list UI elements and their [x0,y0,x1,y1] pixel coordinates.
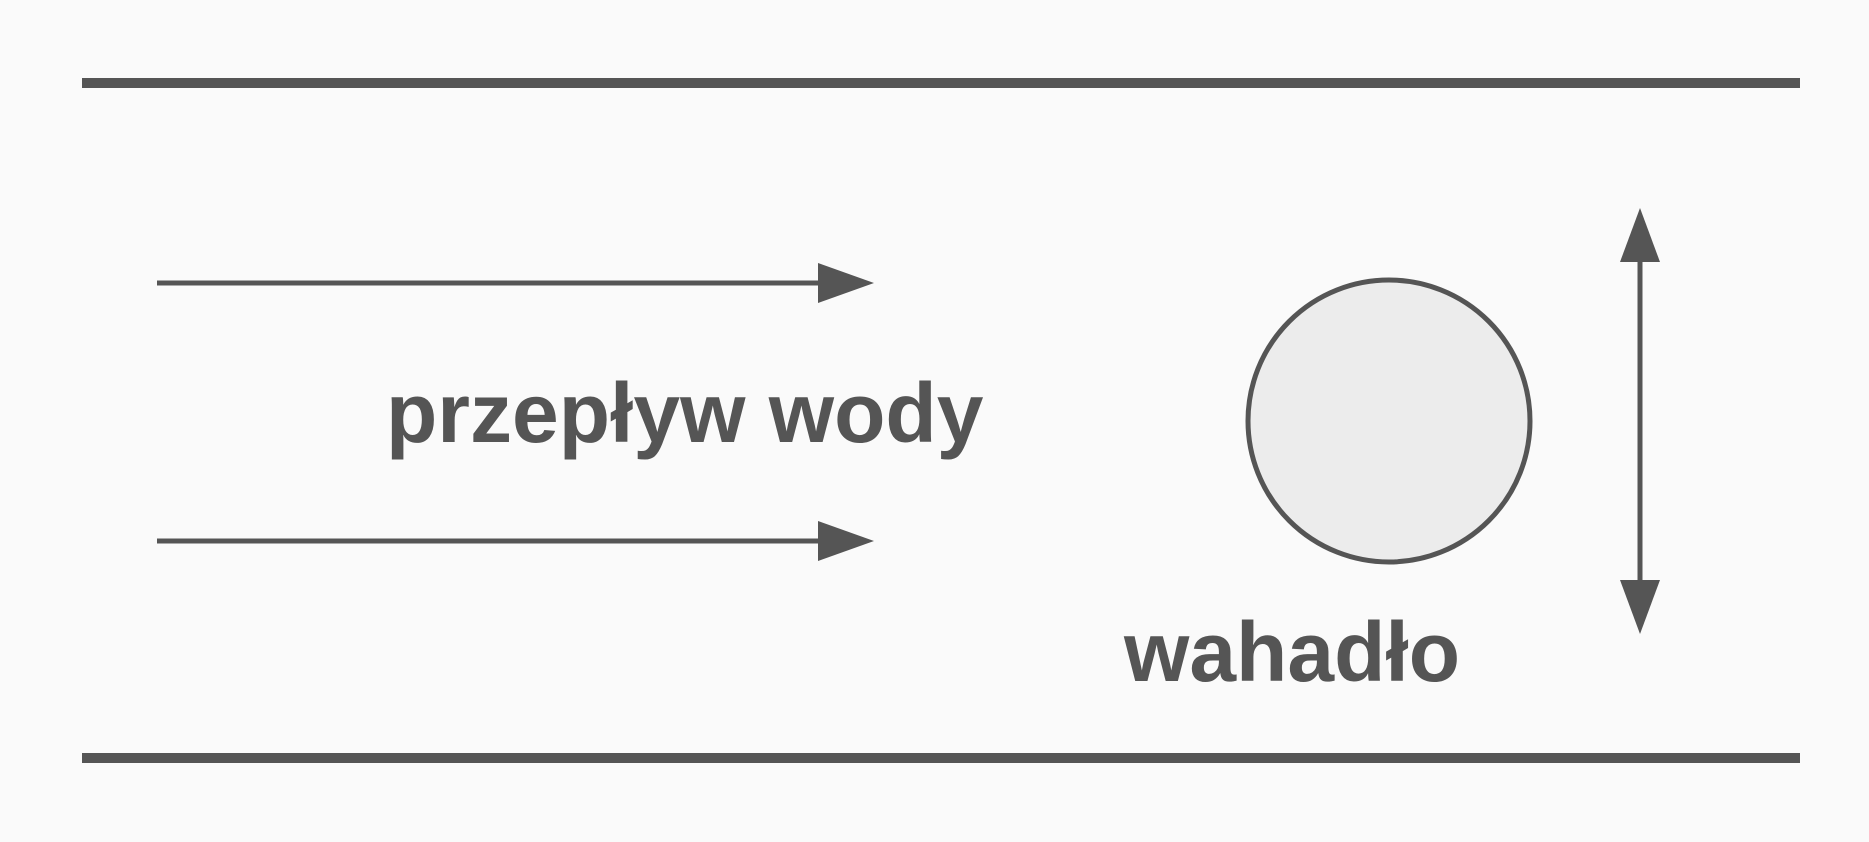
oscillation-double-arrow [1620,208,1660,634]
flow-arrow-top [157,263,874,303]
flow-label: przepływ wody [386,366,984,460]
flow-arrow-bottom [157,521,874,561]
pendulum-label: wahadło [1123,605,1460,699]
pendulum-circle [1245,277,1533,565]
